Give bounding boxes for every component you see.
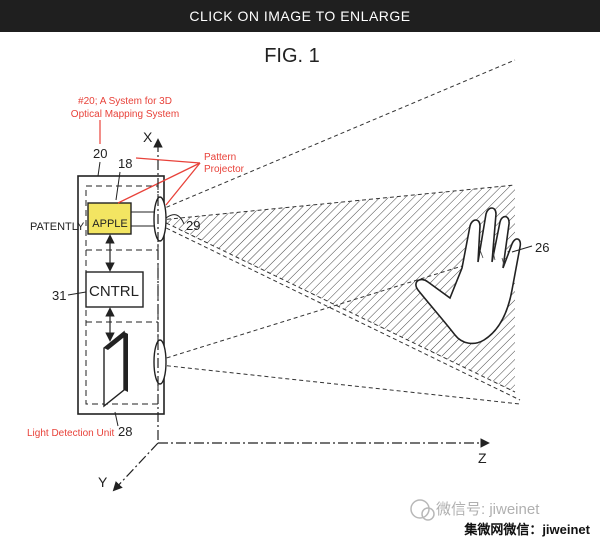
y-axis-label: Y: [98, 474, 108, 490]
patently-label: PATENTLY: [30, 221, 85, 233]
ref-29: 29: [186, 218, 200, 233]
light-detection-label: Light Detection Unit: [27, 428, 114, 439]
ref-28: 28: [118, 424, 132, 439]
controller-box: [85, 271, 144, 308]
enlarge-label: CLICK ON IMAGE TO ENLARGE: [189, 8, 411, 24]
system-annotation-line2: Optical Mapping System: [71, 109, 179, 120]
hand-creases: [479, 249, 505, 266]
wechat-watermark: 微信号: jiweinet 集微网微信：jiweinet: [410, 499, 591, 537]
ref-26: 26: [535, 240, 549, 255]
y-axis: [112, 442, 159, 492]
pattern-projector-line2: Projector: [204, 164, 245, 175]
enlarge-image-bar[interactable]: CLICK ON IMAGE TO ENLARGE: [0, 0, 600, 32]
system-annotation-line1: #20; A System for 3D: [78, 96, 172, 107]
x-axis-label: X: [143, 129, 153, 145]
controller-label: CNTRL: [89, 283, 139, 300]
apple-label: APPLE: [92, 218, 127, 230]
ref-26-leader: [511, 245, 533, 253]
hand-object: [415, 207, 522, 345]
patent-figure[interactable]: FIG. 1 #20; A System for 3D Optical Mapp…: [0, 32, 600, 542]
projection-rays: [159, 59, 521, 401]
field-of-view-rays: [159, 184, 521, 405]
site-watermark: 集微网微信：jiweinet: [463, 522, 590, 537]
wechat-id: 微信号: jiweinet: [436, 501, 540, 518]
ref-31: 31: [52, 288, 66, 303]
ref-29-leader: [165, 214, 185, 225]
ref-20: 20: [93, 146, 107, 161]
z-axis-label: Z: [478, 450, 487, 466]
pattern-projector-leaders: [117, 157, 201, 206]
detection-lens: [153, 339, 167, 385]
projection-region: [160, 185, 515, 392]
ref-18: 18: [118, 156, 132, 171]
wechat-icon: [410, 499, 430, 519]
figure-title: FIG. 1: [264, 45, 320, 67]
projector-lens: [153, 196, 167, 242]
pattern-projector-line1: Pattern: [204, 152, 236, 163]
pattern-projector-box: [87, 202, 132, 235]
axes: [112, 138, 490, 492]
